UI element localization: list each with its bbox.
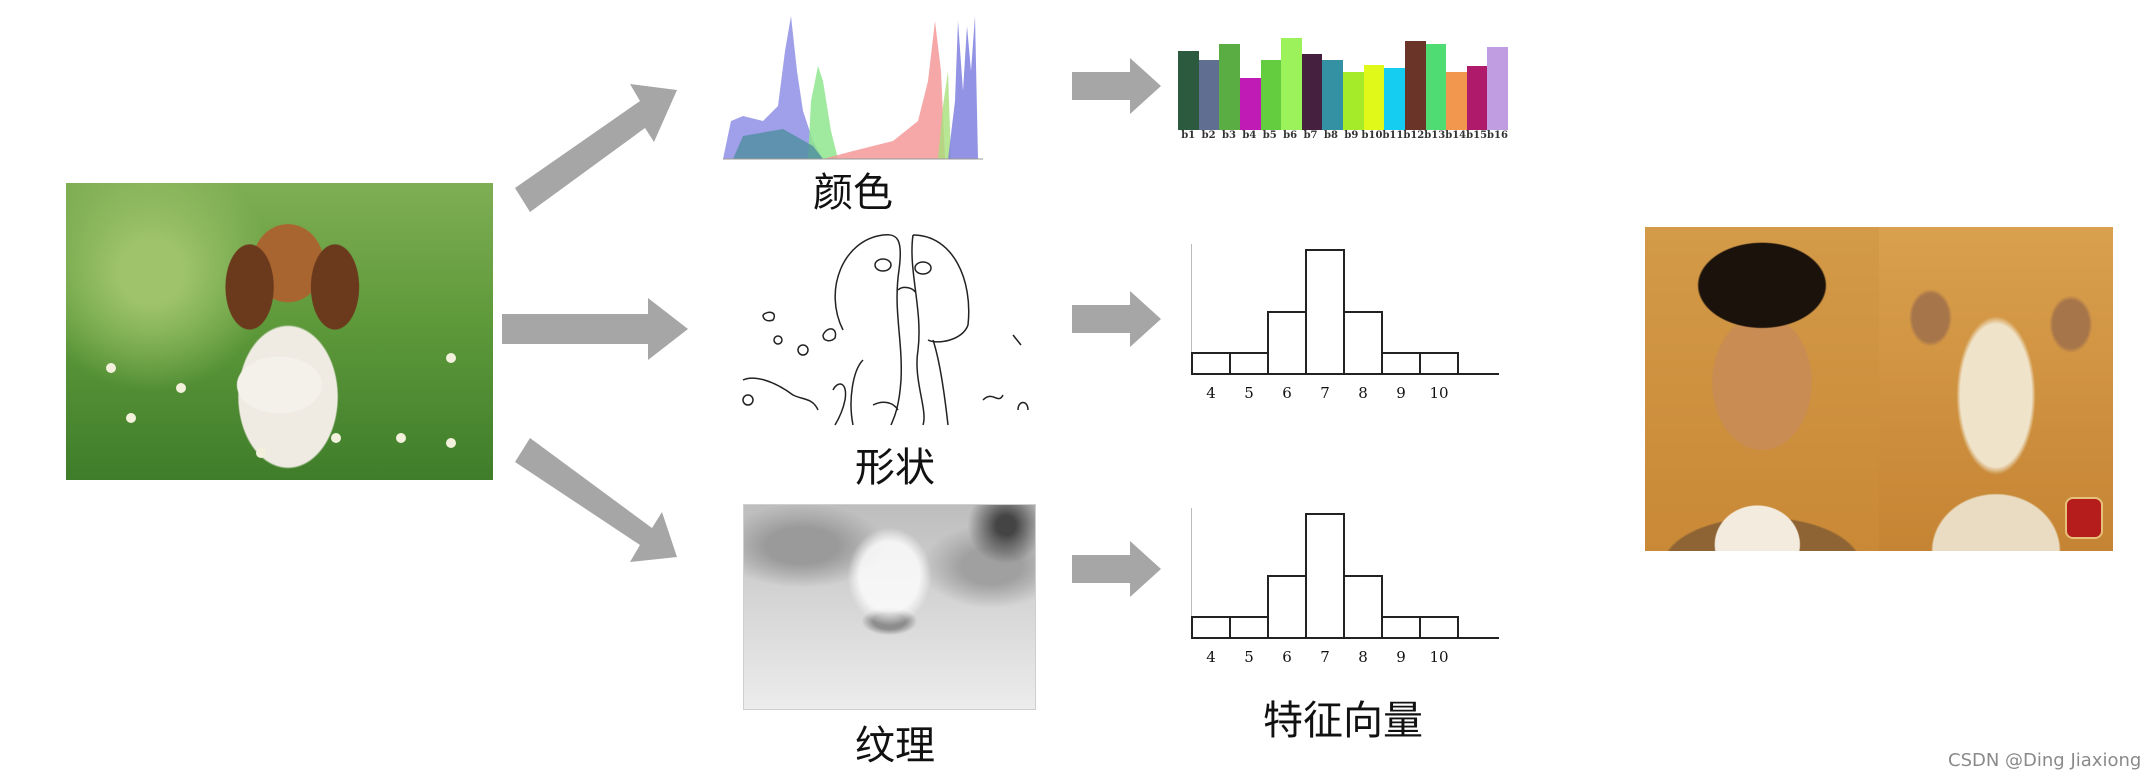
- cesar-logo-icon: [2065, 497, 2103, 539]
- color-bar-b7: [1301, 53, 1323, 130]
- histogram-bar: [1305, 249, 1345, 373]
- arrow-to-color-icon: [515, 84, 677, 212]
- color-bar-label: b4: [1242, 130, 1257, 141]
- color-bar-b1: [1178, 50, 1199, 130]
- shape-edge-image: [742, 233, 1029, 426]
- histogram-bar: [1305, 513, 1345, 637]
- result-photo: [1645, 227, 2113, 551]
- color-bar-label: b3: [1222, 130, 1236, 141]
- histogram-bar: [1419, 616, 1459, 637]
- arrow-color-to-vector-icon: [1072, 58, 1161, 114]
- histogram-bar: [1381, 352, 1421, 373]
- y-axis: [1191, 508, 1192, 638]
- color-bar-b2: [1198, 60, 1220, 130]
- x-axis: [1191, 373, 1499, 375]
- color-bar-label: b10: [1361, 130, 1383, 141]
- x-tick-label: 9: [1396, 648, 1406, 666]
- color-bar-b15: [1466, 65, 1488, 130]
- histogram-bar: [1343, 311, 1383, 373]
- histogram-bar: [1419, 352, 1459, 373]
- x-tick-label: 9: [1396, 384, 1406, 402]
- histogram-bar: [1191, 616, 1231, 637]
- x-tick-label: 6: [1282, 384, 1292, 402]
- color-histogram-image: [723, 16, 983, 160]
- color-bar-b5: [1260, 60, 1282, 130]
- x-tick-label: 7: [1320, 648, 1330, 666]
- color-bar-label: b2: [1201, 130, 1216, 141]
- color-bar-b9: [1343, 72, 1364, 130]
- texture-image: [743, 504, 1036, 710]
- histogram-bar: [1343, 575, 1383, 637]
- arrow-to-texture-icon: [515, 438, 677, 562]
- color-bar-b3: [1219, 44, 1240, 130]
- input-dog-photo: [66, 183, 493, 480]
- histogram-bar: [1267, 311, 1307, 373]
- y-axis: [1191, 244, 1192, 374]
- color-bar-b16: [1487, 47, 1508, 130]
- histogram-bar: [1229, 352, 1269, 373]
- color-bar-b12: [1404, 40, 1426, 130]
- x-tick-label: 8: [1358, 648, 1368, 666]
- color-bar-label: b11: [1382, 130, 1404, 141]
- x-tick-label: 10: [1429, 648, 1449, 666]
- color-bar-label: b16: [1487, 130, 1508, 141]
- color-bar-b10: [1363, 64, 1385, 130]
- arrow-to-shape-icon: [502, 298, 688, 360]
- x-tick-label: 5: [1244, 384, 1254, 402]
- x-tick-label: 10: [1429, 384, 1449, 402]
- x-tick-label: 5: [1244, 648, 1254, 666]
- histogram-bar: [1381, 616, 1421, 637]
- color-bar-b8: [1322, 60, 1343, 130]
- x-tick-label: 7: [1320, 384, 1330, 402]
- color-bar-label: b1: [1181, 130, 1196, 141]
- color-bar-label: b14: [1445, 130, 1467, 141]
- color-bar-b14: [1446, 72, 1467, 130]
- man-portrait: [1645, 227, 1879, 551]
- color-bar-label: b5: [1262, 130, 1277, 141]
- feature-vector-label: 特征向量: [1263, 698, 1423, 744]
- histogram-bar: [1229, 616, 1269, 637]
- shape-label: 形状: [855, 445, 935, 491]
- color-bar-label: b13: [1424, 130, 1446, 141]
- color-feature-bars: [1178, 38, 1508, 130]
- x-tick-label: 4: [1206, 648, 1216, 666]
- x-tick-label: 6: [1282, 648, 1292, 666]
- color-bar-label: b6: [1283, 130, 1298, 141]
- color-bar-b11: [1384, 68, 1405, 130]
- color-bar-b6: [1281, 38, 1302, 130]
- color-label: 颜色: [813, 170, 893, 216]
- watermark: CSDN @Ding Jiaxiong: [1948, 750, 2142, 771]
- arrow-texture-to-vector-icon: [1072, 541, 1161, 597]
- histogram-bar: [1267, 575, 1307, 637]
- color-bar-label: b15: [1466, 130, 1488, 141]
- x-tick-label: 8: [1358, 384, 1368, 402]
- color-bar-label: b7: [1303, 130, 1318, 141]
- arrow-shape-to-vector-icon: [1072, 291, 1161, 347]
- x-axis: [1191, 637, 1499, 639]
- color-bar-b4: [1239, 78, 1261, 130]
- texture-label: 纹理: [855, 723, 935, 769]
- x-tick-label: 4: [1206, 384, 1216, 402]
- dog-portrait: [1879, 227, 2113, 551]
- color-bar-b13: [1425, 43, 1447, 130]
- texture-feature-histogram: 4 5 6 7 8 9 10: [1191, 508, 1501, 668]
- color-bar-label: b12: [1403, 130, 1425, 141]
- histogram-bar: [1191, 352, 1231, 373]
- color-bar-label: b8: [1323, 130, 1338, 141]
- shape-feature-histogram: 4 5 6 7 8 9 10: [1191, 244, 1501, 404]
- color-bar-label: b9: [1344, 130, 1359, 141]
